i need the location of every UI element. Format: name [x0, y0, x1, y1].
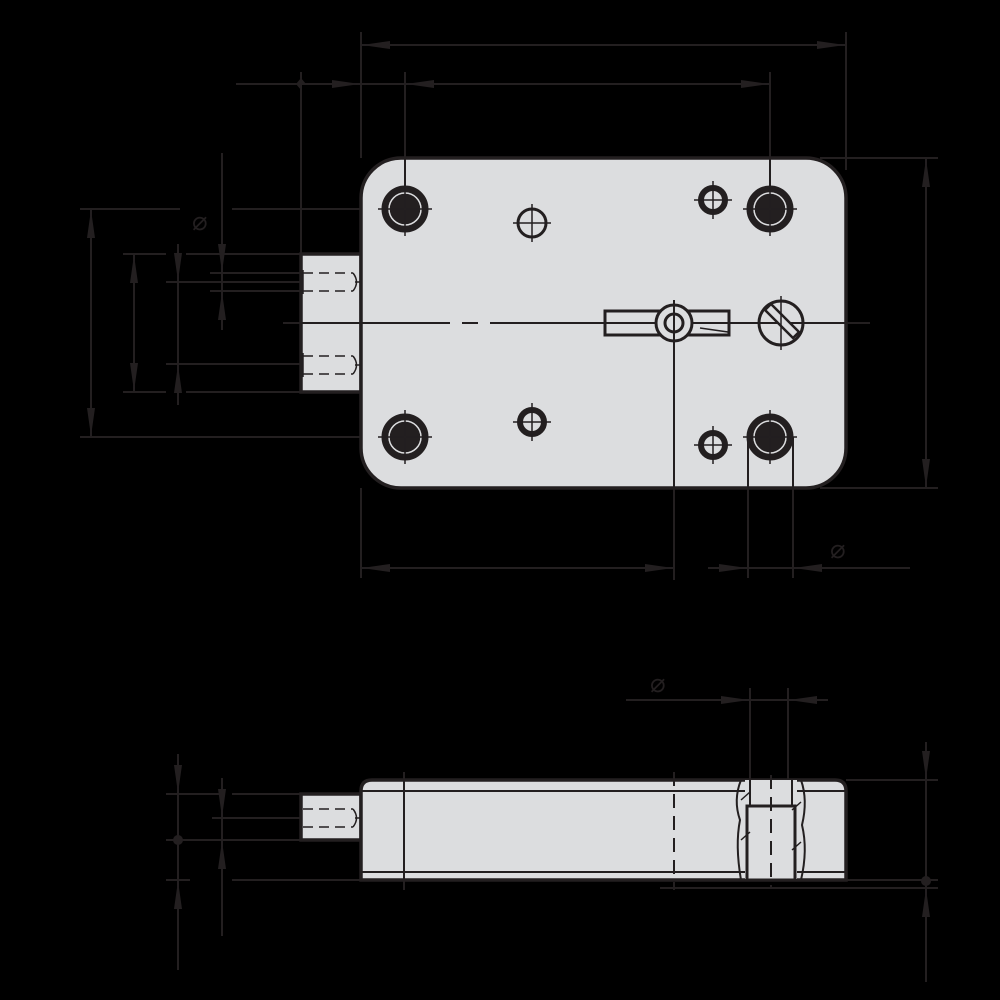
front-view-dimensions: ⌀ ⌀ [80, 32, 938, 578]
threaded-insert-section [735, 775, 806, 888]
mounting-hole-top-left [378, 182, 432, 236]
slotted-screw [757, 296, 805, 350]
diameter-label-thread: ⌀ [192, 207, 208, 237]
screw-hole-4 [694, 426, 732, 464]
mounting-hole-bottom-left [378, 410, 432, 464]
side-bolt-stub [299, 792, 363, 842]
diameter-label-insert: ⌀ [650, 669, 666, 699]
diameter-label-front-hole: ⌀ [830, 535, 846, 565]
side-view-dimensions: ⌀ [166, 669, 938, 982]
screw-hole-3 [694, 181, 732, 219]
screw-hole-2 [513, 403, 551, 441]
key-bolt [603, 300, 731, 580]
side-view [299, 772, 848, 890]
front-view [283, 156, 870, 580]
screw-hole-1 [513, 204, 551, 242]
